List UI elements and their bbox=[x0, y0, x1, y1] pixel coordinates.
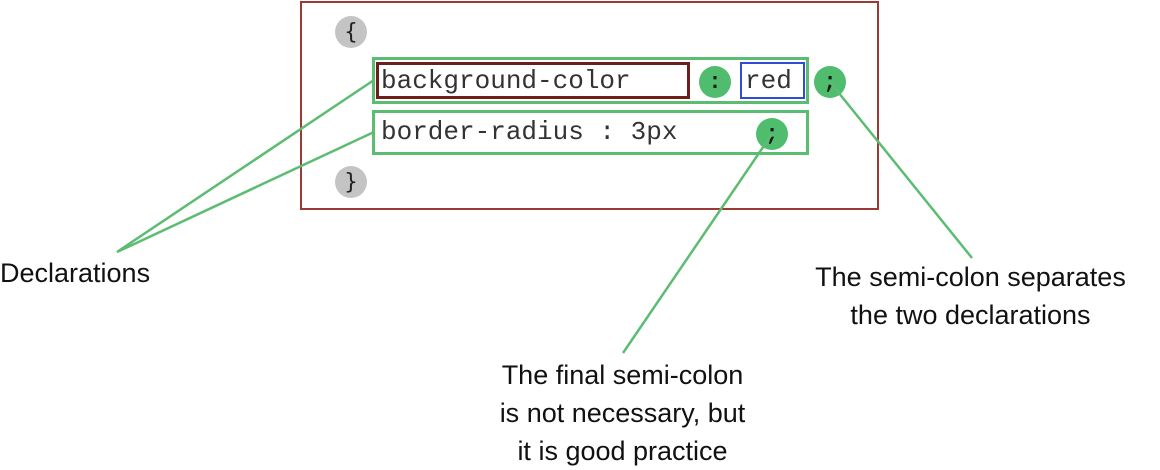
css-rule-block bbox=[300, 1, 879, 210]
separator-annotation-line-1: The semi-colon separates bbox=[815, 262, 1126, 292]
close-brace: } bbox=[335, 166, 367, 198]
property-box bbox=[376, 62, 690, 99]
separator-callout-line bbox=[829, 81, 973, 259]
final-annotation-line-1: The final semi-colon bbox=[501, 360, 744, 390]
value-box bbox=[740, 62, 805, 99]
separator-annotation: The semi-colon separates the two declara… bbox=[773, 258, 1160, 334]
declarations-label: Declarations bbox=[0, 258, 151, 288]
declaration-1-property: background-color bbox=[381, 66, 631, 96]
colon-marker: : bbox=[699, 66, 731, 98]
declarations-callout-line-1 bbox=[116, 78, 375, 254]
final-annotation-line-3: it is good practice bbox=[517, 436, 728, 466]
declaration-2-text: border-radius : 3px bbox=[381, 117, 678, 147]
final-semicolon-callout-line bbox=[621, 133, 774, 354]
declaration-1-value: red bbox=[745, 66, 792, 96]
declarations-callout-line-2 bbox=[116, 130, 375, 254]
separator-annotation-line-2: the two declarations bbox=[850, 300, 1091, 330]
final-annotation-line-2: is not necessary, but bbox=[499, 398, 746, 428]
final-semicolon-annotation: The final semi-colon is not necessary, b… bbox=[425, 356, 820, 470]
open-brace: { bbox=[335, 16, 367, 48]
